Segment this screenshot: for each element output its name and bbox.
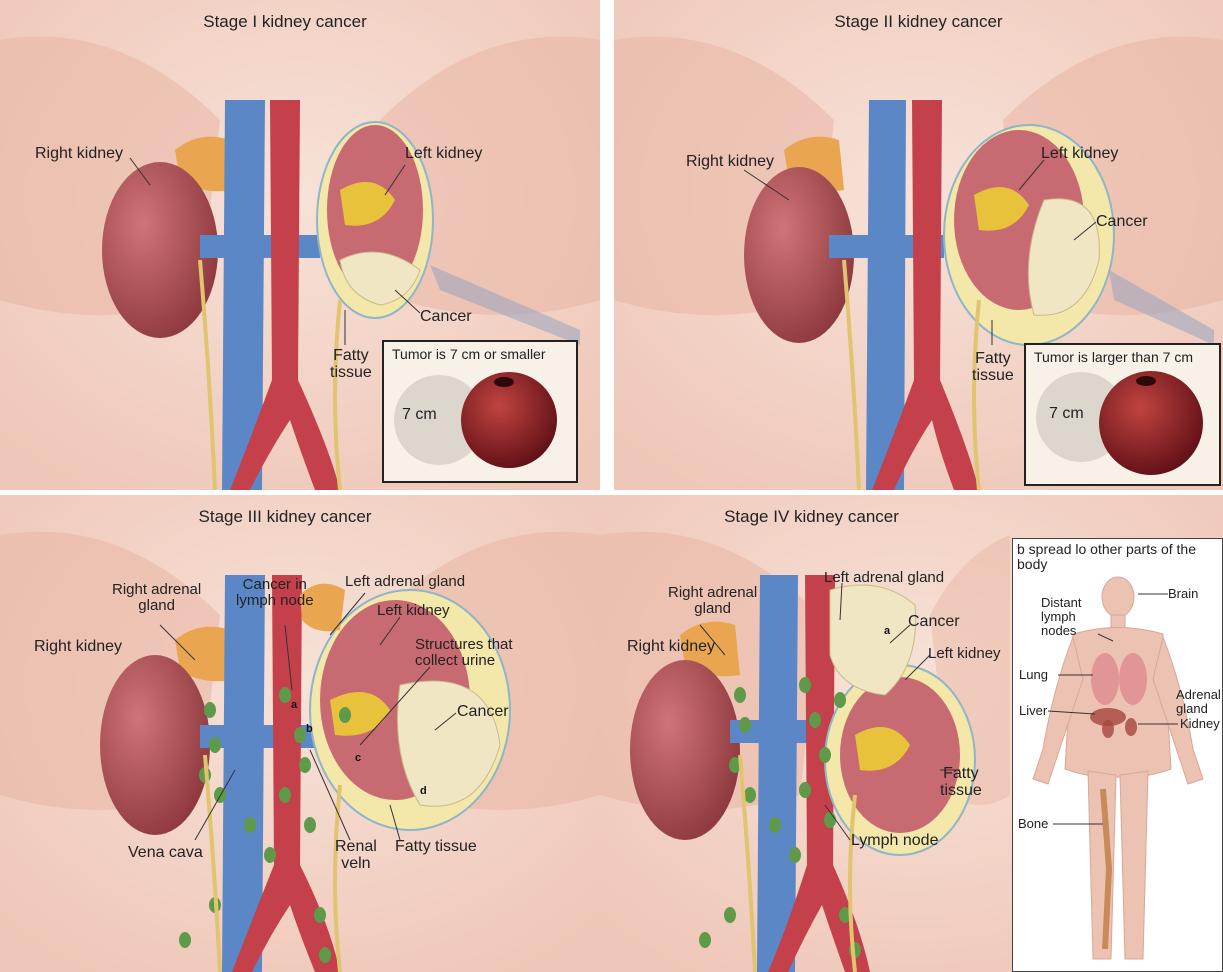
stage2-panel: Stage II kidney cancer Right kidney Left… xyxy=(614,0,1223,490)
body-bone-label: Bone xyxy=(1018,817,1048,831)
stage2-left-kidney-label: Left kidney xyxy=(1041,145,1118,162)
body-liver-label: Liver xyxy=(1019,704,1047,718)
stage3-vena-cava-label: Vena cava xyxy=(128,844,203,861)
stage4-cancer-label: Cancer xyxy=(908,613,960,630)
stage3-illustration xyxy=(0,495,600,972)
stage4-left-kidney-label: Left kidney xyxy=(928,646,1001,662)
stage1-panel: Stage I kidney cancer Right kidney Left … xyxy=(0,0,600,490)
stage4-letter-a: a xyxy=(884,625,890,637)
stage3-letter-d: d xyxy=(420,785,427,797)
stage3-right-adrenal-gland-label: Right adrenal gland xyxy=(112,582,201,614)
stage2-fatty-tissue-label: Fatty tissue xyxy=(972,350,1014,384)
stage4-title: Stage IV kidney cancer xyxy=(600,507,1023,527)
stage1-size-label: 7 cm xyxy=(402,406,437,423)
stage2-title: Stage II kidney cancer xyxy=(614,12,1223,32)
stage2-size-inset: Tumor is larger than 7 cm 7 cm xyxy=(1024,343,1221,486)
stage1-right-kidney-label: Right kidney xyxy=(35,145,123,162)
stage3-renal-vein-label: Renal veln xyxy=(335,838,377,872)
stage4-right-adrenal-gland-label: Right adrenal gland xyxy=(668,585,757,617)
stage1-fatty-tissue-label: Fatty tissue xyxy=(330,347,372,381)
stage3-structures-collect-urine-label: Structures that collect urine xyxy=(415,637,513,669)
stage4-fatty-tissue-label: Fatty tissue xyxy=(940,765,982,799)
stage3-title: Stage III kidney cancer xyxy=(0,507,600,527)
stage1-left-kidney-label: Left kidney xyxy=(405,145,482,162)
stage3-left-adrenal-gland-label: Left adrenal gland xyxy=(345,574,465,590)
stage3-fatty-tissue-label: Fatty tissue xyxy=(395,838,477,855)
stage1-cancer-label: Cancer xyxy=(420,308,472,325)
stage4-panel: Stage IV kidney cancer Right adrenal gla… xyxy=(600,495,1223,972)
stage3-cancer-label: Cancer xyxy=(457,703,509,720)
stage3-cancer-in-lymph-node-label: Cancer in lymph node xyxy=(236,577,314,609)
stage4-right-kidney-label: Right kidney xyxy=(627,638,715,655)
stage4-body-inset: b spread lo other parts of the body xyxy=(1012,538,1223,972)
body-distant-lymph-nodes-label: Distant lymph nodes xyxy=(1041,596,1081,638)
stage1-title: Stage I kidney cancer xyxy=(0,12,600,32)
stage3-letter-c: c xyxy=(355,752,361,764)
body-kidney-label: Kidney xyxy=(1180,717,1220,731)
body-adrenal-gland-label: Adrenal gland xyxy=(1176,688,1221,716)
stage2-size-label: 7 cm xyxy=(1049,405,1084,422)
stage2-right-kidney-label: Right kidney xyxy=(686,153,774,170)
stage2-cancer-label: Cancer xyxy=(1096,213,1148,230)
stage3-letter-b: b xyxy=(306,723,313,735)
stage3-left-kidney-label: Left kidney xyxy=(377,603,450,619)
stage4-lymph-node-label: Lymph node xyxy=(851,832,938,849)
stage1-size-inset: Tumor is 7 cm or smaller 7 cm xyxy=(382,340,578,483)
stage4-left-adrenal-gland-label: Left adrenal gland xyxy=(824,570,944,586)
body-lung-label: Lung xyxy=(1019,668,1048,682)
stage3-right-kidney-label: Right kidney xyxy=(34,638,122,655)
body-brain-label: Brain xyxy=(1168,587,1198,601)
stage3-letter-a: a xyxy=(291,699,297,711)
stage3-panel: Stage III kidney cancer Right adrenal gl… xyxy=(0,495,600,972)
